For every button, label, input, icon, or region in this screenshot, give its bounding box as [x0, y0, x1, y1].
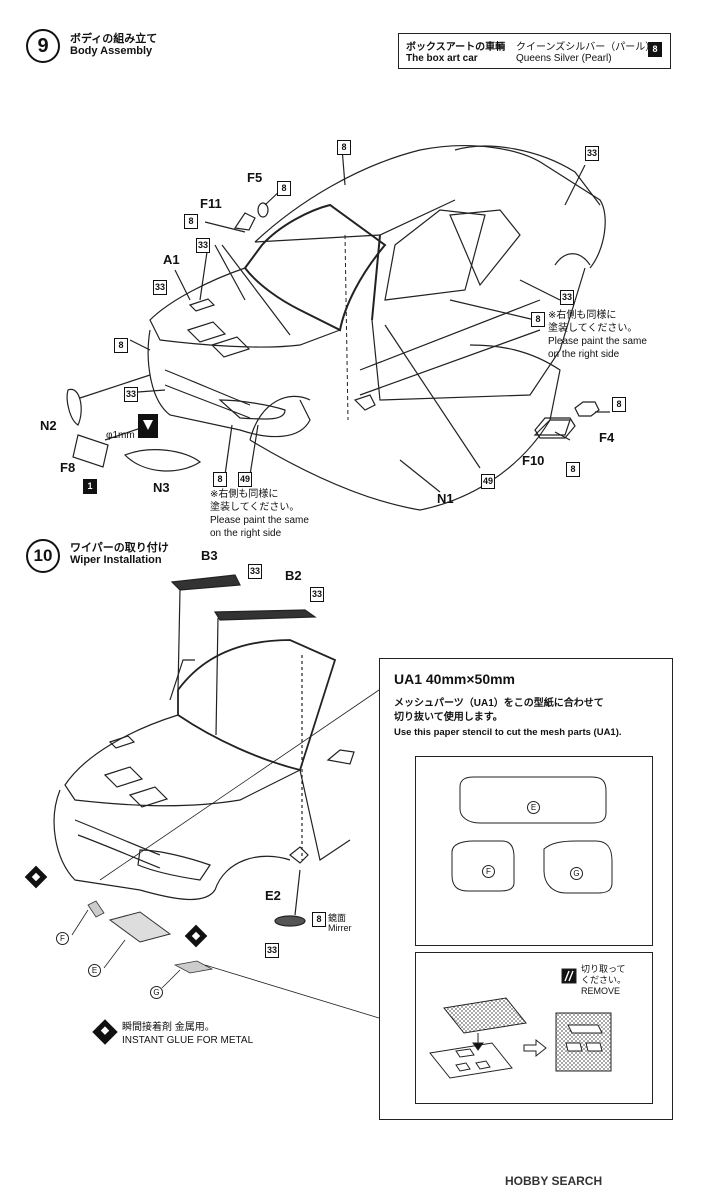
paint-num-right-49: 49	[481, 474, 495, 489]
step-10-badge: 10	[26, 539, 60, 573]
step-9-badge: 9	[26, 29, 60, 63]
label-f10: F10	[522, 453, 545, 468]
box-art-en: The box art car	[406, 53, 478, 64]
mesh-label-f: F	[56, 932, 69, 945]
stencil-box: E F G	[415, 756, 653, 946]
box-art-color-number: 8	[648, 42, 662, 57]
paint-num-body: 8	[337, 140, 351, 155]
panel-title: UA1 40mm×50mm	[394, 671, 516, 687]
mirror-label-en: Mirrer	[328, 923, 352, 933]
step-10-title-jp: ワイパーの取り付け	[70, 542, 169, 554]
note-side-jp1: ※右側も同様に	[548, 310, 617, 321]
label-f4: F4	[599, 430, 615, 445]
cutting-diagram-art	[429, 968, 612, 1079]
box-art-color-en: Queens Silver (Pearl)	[516, 53, 612, 64]
label-f8: F8	[60, 460, 76, 475]
paint-num-f5: 8	[277, 181, 291, 196]
stencil-label-e: E	[527, 801, 540, 814]
remove-jp1: 切り取って	[581, 964, 626, 974]
stencil-label-f: F	[482, 865, 495, 878]
note-right-side: ※右側も同様に 塗装してください。 Please paint the same …	[548, 309, 647, 361]
paint-num-side-8: 8	[531, 312, 545, 327]
remove-note: 切り取って ください。 REMOVE	[581, 964, 626, 997]
paint-num-bottom-49: 49	[238, 472, 252, 487]
paint-num-f11: 8	[184, 214, 198, 229]
paint-num-f8: 1	[83, 479, 97, 494]
paint-num-b3: 33	[248, 564, 262, 579]
box-art-info: ボックスアートの車輌 The box art car クイーンズシルバー（パール…	[398, 33, 671, 69]
label-b3: B3	[201, 548, 218, 563]
paint-num-left: 8	[114, 338, 128, 353]
watermark-brand: HOBBY SEARCH	[505, 1174, 603, 1188]
label-f5: F5	[247, 170, 263, 185]
note-side-jp2: 塗装してください。	[548, 323, 638, 334]
note-bottom-jp2: 塗装してください。	[210, 502, 300, 513]
panel-jp2: 切り抜いて使用します。	[394, 712, 503, 723]
stencil-label-g: G	[570, 867, 583, 880]
mesh-stencil-panel: UA1 40mm×50mm メッシュパーツ（UA1）をこの型紙に合わせて 切り抜…	[379, 658, 673, 1120]
paint-num-33-left: 33	[124, 387, 138, 402]
step-9-number: 9	[37, 35, 49, 57]
step-9-title-en: Body Assembly	[70, 45, 153, 57]
cutting-diagram: 切り取って ください。 REMOVE	[415, 952, 653, 1104]
panel-instruction-jp: メッシュパーツ（UA1）をこの型紙に合わせて 切り抜いて使用します。	[394, 697, 664, 725]
remove-en: REMOVE	[581, 986, 621, 996]
label-f11: F11	[200, 196, 222, 211]
label-phi: φ1mm	[106, 430, 135, 441]
glue-legend-en: INSTANT GLUE FOR METAL	[122, 1035, 254, 1046]
label-n2: N2	[40, 418, 57, 433]
step-9-title-jp: ボディの組み立て	[70, 33, 158, 45]
paint-num-33-a: 33	[196, 238, 210, 253]
note-bottom-en1: Please paint the same	[210, 515, 309, 526]
panel-instruction-en: Use this paper stencil to cut the mesh p…	[394, 727, 622, 738]
box-art-jp: ボックスアートの車輌	[406, 42, 506, 53]
note-side-en2: on the right side	[548, 349, 620, 360]
paint-num-f10: 8	[566, 462, 580, 477]
mirror-label-jp: 鏡面	[328, 913, 347, 923]
remove-jp2: ください。	[581, 975, 627, 985]
stencil-shapes	[451, 776, 613, 894]
note-bottom-en2: on the right side	[210, 528, 282, 539]
label-b2: B2	[285, 568, 302, 583]
box-art-color-jp: クイーンズシルバー（パール）	[516, 42, 656, 53]
label-n3: N3	[153, 480, 170, 495]
note-bottom: ※右側も同様に 塗装してください。 Please paint the same …	[210, 488, 309, 540]
paint-num-f4: 8	[612, 397, 626, 412]
label-n1: N1	[437, 491, 454, 506]
mesh-label-g: G	[150, 986, 163, 999]
step-10-title-en: Wiper Installation	[70, 554, 162, 566]
mesh-label-e: E	[88, 964, 101, 977]
glue-legend: 瞬間接着剤 金属用。 INSTANT GLUE FOR METAL	[122, 1021, 253, 1047]
paint-num-33-a1: 33	[153, 280, 167, 295]
panel-jp1: メッシュパーツ（UA1）をこの型紙に合わせて	[394, 698, 604, 709]
body-assembly-drawing	[66, 145, 610, 511]
label-e2: E2	[265, 888, 281, 903]
paint-num-side-33: 33	[560, 290, 574, 305]
glue-legend-jp: 瞬間接着剤 金属用。	[122, 1022, 215, 1033]
step-10-number: 10	[33, 546, 53, 565]
paint-num-bottom-8: 8	[213, 472, 227, 487]
label-a1: A1	[163, 252, 180, 267]
note-side-en1: Please paint the same	[548, 336, 647, 347]
paint-num-e2-33: 33	[265, 943, 279, 958]
paint-num-e2-8: 8	[312, 912, 326, 927]
paint-num-b2: 33	[310, 587, 324, 602]
watermark: HOBBY SEARCH	[505, 1174, 602, 1188]
note-bottom-jp1: ※右側も同様に	[210, 489, 279, 500]
paint-num-rear-33: 33	[585, 146, 599, 161]
